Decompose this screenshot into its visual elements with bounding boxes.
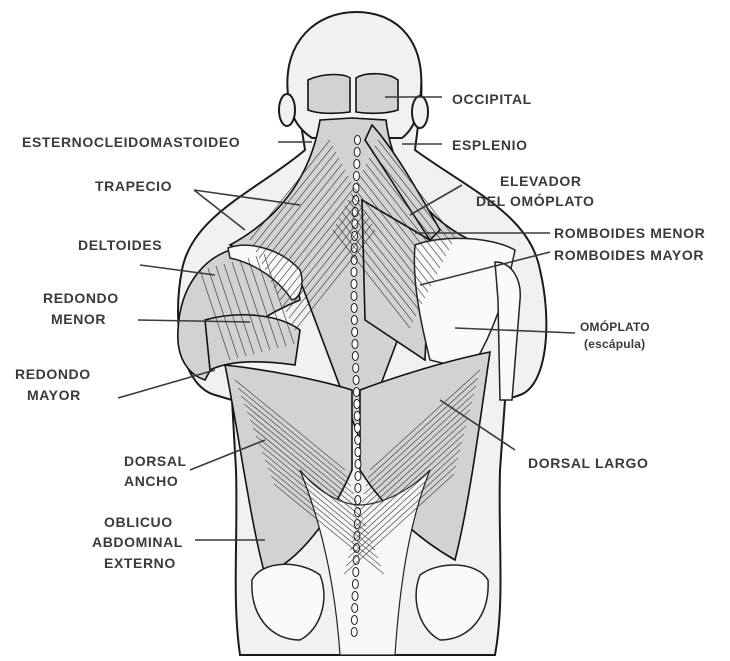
vertebra <box>355 448 361 457</box>
vertebra <box>355 484 361 493</box>
occipital-muscle-right <box>356 74 398 114</box>
vertebra <box>351 304 357 313</box>
label-redondo-mayor-1: REDONDO <box>15 366 91 382</box>
label-oblicuo-1: OBLICUO <box>104 514 173 530</box>
vertebra <box>355 472 361 481</box>
label-elevador-1: ELEVADOR <box>500 173 582 189</box>
label-redondo-menor-1: REDONDO <box>43 290 119 306</box>
vertebra <box>353 568 359 577</box>
vertebra <box>355 496 361 505</box>
label-trapecio: TRAPECIO <box>95 178 172 194</box>
vertebra <box>352 340 358 349</box>
vertebra <box>352 604 358 613</box>
right-ear <box>412 96 428 128</box>
label-romboides-menor: ROMBOIDES MENOR <box>554 225 705 241</box>
vertebra <box>353 376 359 385</box>
vertebra <box>352 580 358 589</box>
label-esternocleidomastoideo: ESTERNOCLEIDOMASTOIDEO <box>22 134 240 150</box>
occipital-muscle <box>308 75 350 114</box>
label-oblicuo-2: ABDOMINAL <box>92 534 183 550</box>
vertebra <box>352 592 358 601</box>
label-dorsal-ancho-2: ANCHO <box>124 473 178 489</box>
vertebra <box>351 316 357 325</box>
vertebra <box>353 388 359 397</box>
left-ear <box>279 94 295 126</box>
label-elevador-2: DEL OMÓPLATO <box>476 192 594 209</box>
label-oblicuo-3: EXTERNO <box>104 555 176 571</box>
vertebra <box>351 628 357 637</box>
vertebra <box>351 616 357 625</box>
torso-illustration <box>178 12 547 655</box>
vertebra <box>354 400 360 409</box>
vertebra <box>353 172 359 181</box>
label-romboides-mayor: ROMBOIDES MAYOR <box>554 247 704 263</box>
vertebra <box>351 292 357 301</box>
vertebra <box>354 136 360 145</box>
label-omoplato-1: OMÓPLATO <box>580 319 650 334</box>
label-occipital: OCCIPITAL <box>452 91 532 107</box>
label-esplenio: ESPLENIO <box>452 137 528 153</box>
label-dorsal-ancho-1: DORSAL <box>124 453 187 469</box>
vertebra <box>351 268 357 277</box>
vertebra <box>354 412 360 421</box>
vertebra <box>355 460 361 469</box>
label-omoplato-2: (escápula) <box>584 337 645 351</box>
label-redondo-menor-2: MENOR <box>51 311 106 327</box>
vertebra <box>355 424 361 433</box>
vertebra <box>354 148 360 157</box>
label-deltoides: DELTOIDES <box>78 237 162 253</box>
label-dorsal-largo: DORSAL LARGO <box>528 455 649 471</box>
vertebra <box>354 160 360 169</box>
label-redondo-mayor-2: MAYOR <box>27 387 81 403</box>
vertebra <box>351 280 357 289</box>
vertebra <box>352 352 358 361</box>
vertebra <box>353 364 359 373</box>
vertebra <box>352 328 358 337</box>
vertebra <box>355 436 361 445</box>
